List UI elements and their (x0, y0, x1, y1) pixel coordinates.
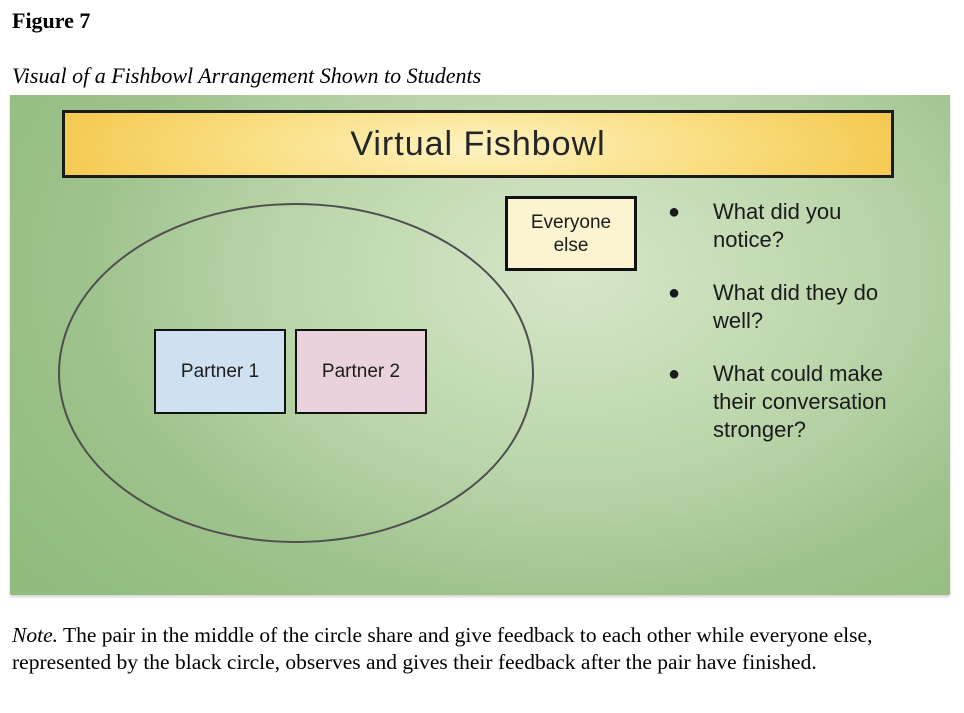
note-text: The pair in the middle of the circle sha… (12, 623, 873, 674)
list-item: ● What did you notice? (668, 198, 918, 254)
bullet-icon: ● (668, 282, 681, 304)
bullet-question-1: What did you notice? (713, 199, 842, 252)
figure-note: Note. The pair in the middle of the circ… (12, 622, 937, 676)
figure-label: Figure 7 (12, 8, 91, 33)
fishbowl-slide-image: Virtual Fishbowl Partner 1 Partner 2 Eve… (10, 95, 950, 595)
figure-caption: Visual of a Fishbowl Arrangement Shown t… (12, 63, 482, 88)
partner-1-box: Partner 1 (154, 329, 286, 414)
fishbowl-circle (58, 203, 534, 543)
bullet-question-3: What could make their conversation stron… (713, 361, 887, 442)
bullet-icon: ● (668, 363, 681, 385)
slide-title-banner: Virtual Fishbowl (62, 110, 894, 178)
list-item: ● What did they do well? (668, 279, 918, 335)
bullet-icon: ● (668, 201, 681, 223)
partner-2-box: Partner 2 (295, 329, 427, 414)
everyone-else-box: Everyone else (505, 196, 637, 271)
everyone-else-label: Everyone else (530, 211, 612, 256)
partner-1-label: Partner 1 (180, 360, 260, 382)
partner-2-label: Partner 2 (321, 360, 401, 382)
list-item: ● What could make their conversation str… (668, 360, 918, 444)
slide-title: Virtual Fishbowl (350, 124, 606, 163)
bullet-question-2: What did they do well? (713, 280, 879, 333)
question-bullet-list: ● What did you notice? ● What did they d… (668, 198, 918, 469)
note-label: Note. (12, 623, 58, 647)
